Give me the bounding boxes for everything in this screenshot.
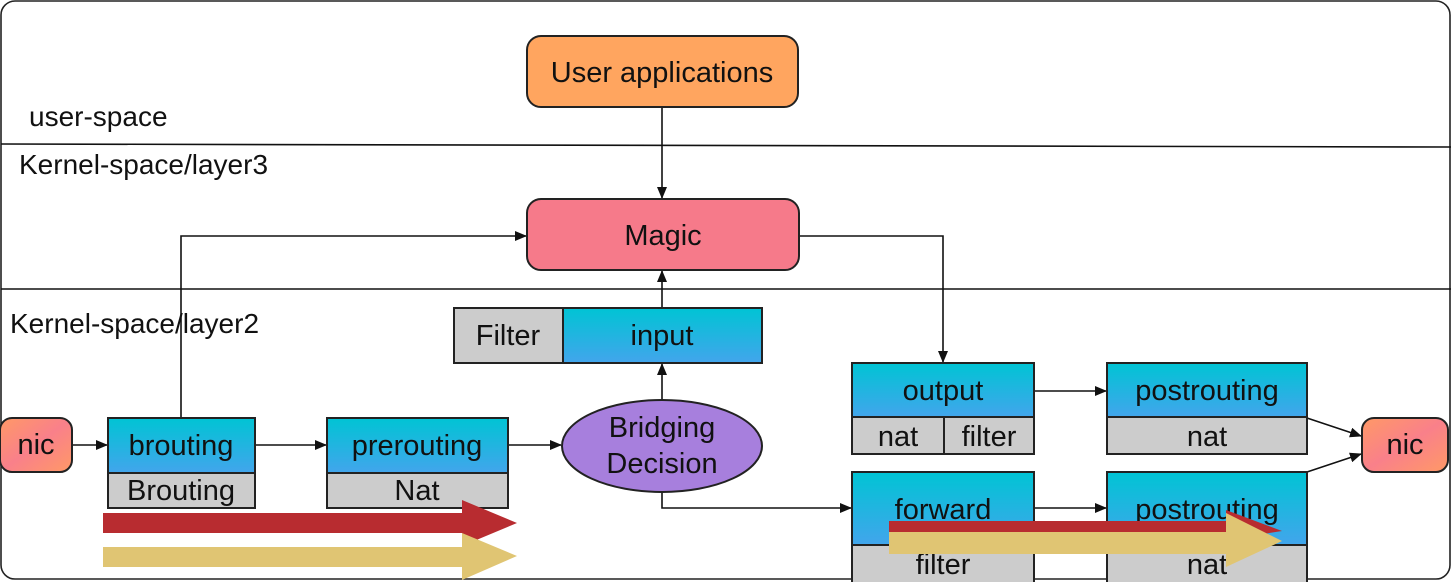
forward-table-label: filter [916, 549, 971, 581]
bridging-decision-node: Bridging Decision [561, 399, 763, 493]
region-label-kernel-layer3: Kernel-space/layer3 [19, 149, 268, 180]
user-applications-label: User applications [551, 57, 773, 89]
edge-postrouting-nic-top [1306, 417, 1362, 438]
region-label-kernel-layer2: Kernel-space/layer2 [10, 308, 259, 339]
divider-user-kernel [0, 143, 1452, 148]
connectors [72, 107, 1362, 513]
edge-brouting-magic [180, 231, 527, 418]
region-label-user-space: user-space [29, 101, 168, 132]
edge-magic-output [799, 235, 948, 363]
postrouting-hook-top: postrouting nat [1106, 362, 1308, 455]
prerouting-hook: prerouting Nat [326, 417, 509, 509]
flow-arrow-yellow-left [103, 533, 517, 580]
flow-arrow-yellow-right [889, 513, 1282, 567]
postrouting-top-label: postrouting [1135, 375, 1279, 407]
prerouting-hook-label: prerouting [352, 430, 483, 462]
nic-in-node: nic [0, 417, 73, 473]
forward-hook-label: forward [895, 494, 992, 526]
postrouting-top-table: nat [1187, 421, 1227, 453]
edge-bridging-forward [661, 492, 852, 513]
edge-postrouting-nic-bottom [1306, 452, 1362, 473]
user-applications-node: User applications [526, 35, 799, 108]
brouting-table-label: Brouting [127, 475, 235, 507]
brouting-hook-label: brouting [129, 430, 234, 462]
nic-out-node: nic [1361, 417, 1449, 473]
output-table-nat: nat [878, 421, 918, 453]
brouting-hook: brouting Brouting [107, 417, 256, 509]
input-table-label: Filter [476, 320, 541, 352]
flow-arrow-red-left [103, 500, 517, 546]
bridging-label-line1: Bridging [609, 412, 715, 444]
postrouting-bottom-label: postrouting [1135, 494, 1279, 526]
output-hook: output nat filter [851, 362, 1035, 455]
prerouting-table-label: Nat [394, 475, 439, 507]
nic-in-label: nic [17, 429, 54, 461]
postrouting-bottom-table: nat [1187, 549, 1227, 581]
output-hook-label: output [903, 375, 984, 407]
input-hook-label: input [631, 320, 694, 352]
nic-out-label: nic [1386, 429, 1423, 461]
bridging-label-line2: Decision [606, 448, 717, 480]
flow-arrow-red-right [889, 510, 1282, 540]
output-table-filter: filter [962, 421, 1017, 453]
magic-node: Magic [526, 198, 800, 271]
input-hook: Filter input [453, 307, 763, 364]
magic-label: Magic [624, 220, 701, 252]
